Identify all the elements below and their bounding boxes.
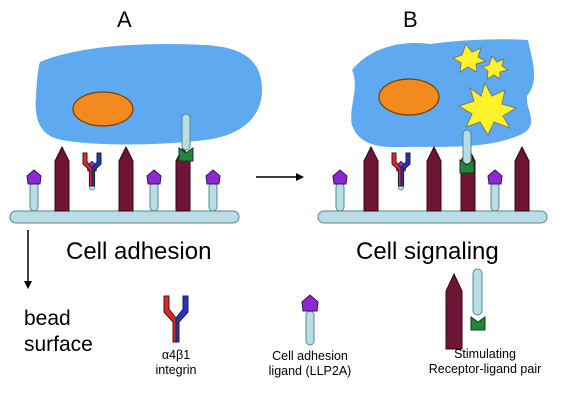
integrin-ligand-complex (391, 152, 411, 187)
adhesion-ligand (205, 169, 221, 212)
bead-surface-line2: surface (24, 333, 93, 357)
legend-adhesion-ligand-line1: Cell adhesion (272, 349, 348, 363)
signal-burst-large (457, 81, 518, 137)
signal-burst-small (451, 42, 488, 73)
caption-cell-signaling: Cell signaling (356, 238, 499, 265)
legend-adhesion-ligand-label: Cell adhesion ligand (LLP2A) (245, 349, 375, 379)
cell-b (351, 39, 535, 148)
legend-integrin-line2: integrin (155, 363, 197, 377)
adhesion-ligand (26, 169, 42, 212)
panel-a (9, 43, 263, 224)
stimulating-receptor (118, 146, 134, 212)
transition-arrow (256, 173, 304, 181)
stimulating-receptor (363, 146, 379, 212)
panel-b (317, 39, 548, 224)
legend-adhesion-ligand-line2: ligand (LLP2A) (268, 364, 352, 378)
panel-label-b: B (403, 7, 418, 32)
legend-integrin-line1: α4β1 (161, 348, 191, 362)
legend-receptor-pair-label: Stimulating Receptor-ligand pair (410, 347, 560, 377)
bead-surface-line1: bead (24, 307, 71, 330)
legend-receptor-pair-line2: Receptor-ligand pair (428, 362, 542, 376)
panel-label-a: A (117, 7, 132, 32)
nucleus-b (378, 78, 440, 116)
bead-surface-a (9, 210, 240, 224)
cell-receptor-ligand (178, 113, 194, 162)
stimulating-receptor (54, 146, 70, 212)
integrin-ligand-complex (82, 152, 102, 187)
adhesion-ligand (146, 169, 162, 212)
legend-integrin-label: α4β1 integrin (146, 348, 206, 378)
adhesion-ligand (487, 169, 503, 212)
cell-a (35, 43, 263, 145)
signal-burst-small (480, 54, 510, 80)
nucleus-a (72, 91, 134, 127)
cell-receptor-ligand (459, 129, 475, 174)
caption-cell-adhesion: Cell adhesion (66, 238, 212, 265)
legend-receptor-ligand-icon (470, 268, 486, 331)
bead-surface-label: bead surface (24, 306, 93, 359)
legend-receptor-icon (445, 272, 463, 350)
legend-adhesion-ligand-icon (301, 294, 319, 346)
bead-surface-b (317, 210, 548, 224)
adhesion-ligand (332, 169, 348, 212)
legend-integrin-icon (163, 295, 189, 343)
stimulating-receptor (426, 146, 442, 212)
legend-receptor-pair-line1: Stimulating (454, 347, 516, 361)
bead-pointer-arrow (24, 230, 32, 289)
stimulating-receptor (514, 146, 530, 212)
